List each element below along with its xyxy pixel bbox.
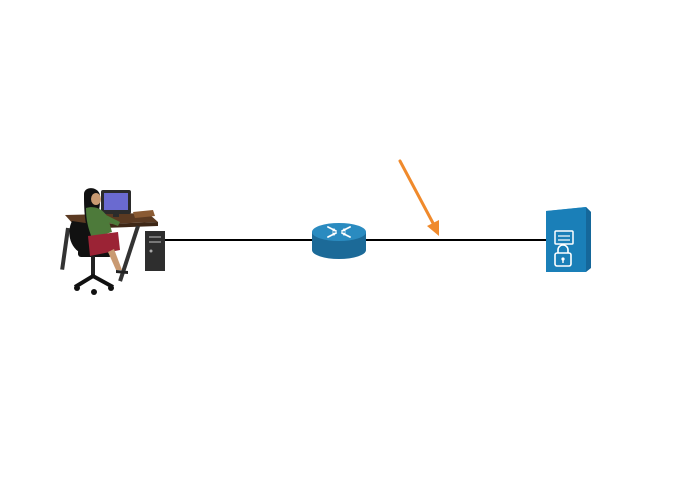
user-workstation-icon[interactable] bbox=[60, 188, 165, 295]
arrow-icon bbox=[398, 159, 439, 236]
router-icon[interactable] bbox=[312, 223, 366, 259]
secure-server-icon[interactable] bbox=[546, 207, 591, 272]
